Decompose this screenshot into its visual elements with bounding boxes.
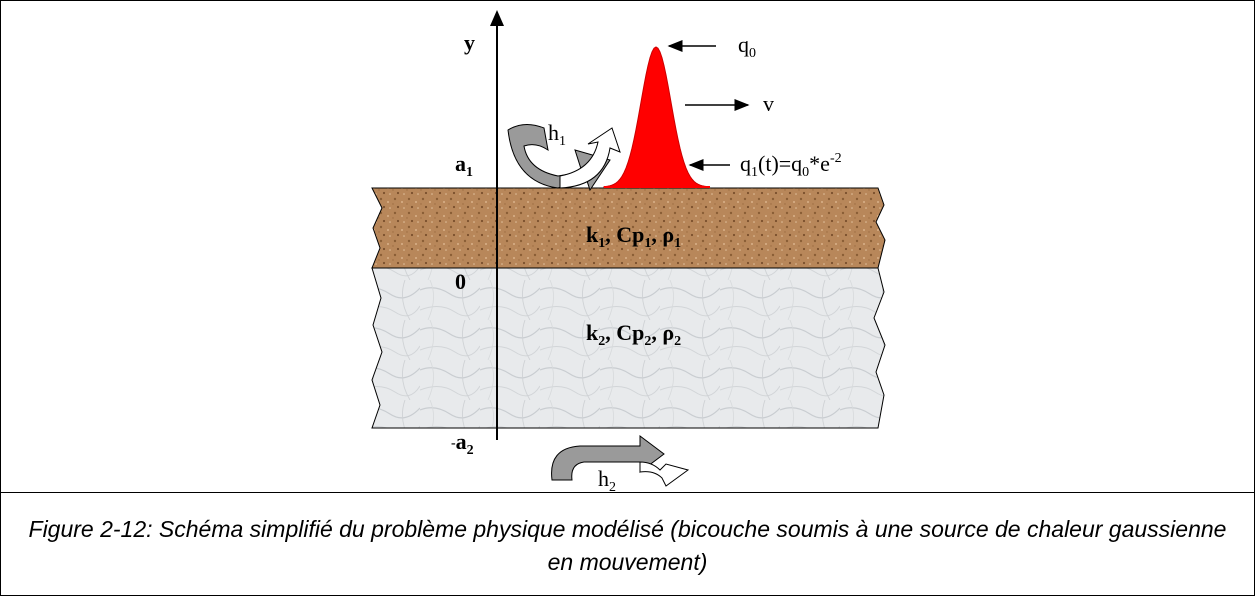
level-label-a1: a1 bbox=[455, 151, 473, 180]
gaussian-heat-source bbox=[603, 46, 709, 188]
level-label-zero: 0 bbox=[455, 269, 466, 294]
level-label-a2: -a2 bbox=[451, 429, 474, 458]
figure-caption: Figure 2-12: Schéma simplifié du problèm… bbox=[28, 516, 1227, 575]
layer-2-properties: k2, Cp2, ρ2 bbox=[586, 320, 681, 349]
h2-label: h2 bbox=[598, 466, 616, 492]
velocity-label: v bbox=[763, 91, 774, 116]
caption-divider bbox=[0, 492, 1255, 493]
axis-label-y: y bbox=[464, 30, 475, 55]
y-axis-arrowhead bbox=[490, 10, 504, 26]
h1-label: h1 bbox=[548, 120, 566, 149]
h1-convection-arrow bbox=[507, 124, 621, 192]
q0-label: q0 bbox=[738, 32, 756, 61]
layer-2 bbox=[371, 267, 886, 429]
q1-label: q1(t)=q0*e-2 bbox=[740, 151, 842, 180]
layer-1-properties: k1, Cp1, ρ1 bbox=[586, 222, 681, 251]
h2-convection-arrow bbox=[551, 435, 690, 487]
physics-diagram: y a1 0 -a2 k1, Cp1, ρ1 k2, Cp2, ρ2 q0 v … bbox=[371, 10, 886, 492]
